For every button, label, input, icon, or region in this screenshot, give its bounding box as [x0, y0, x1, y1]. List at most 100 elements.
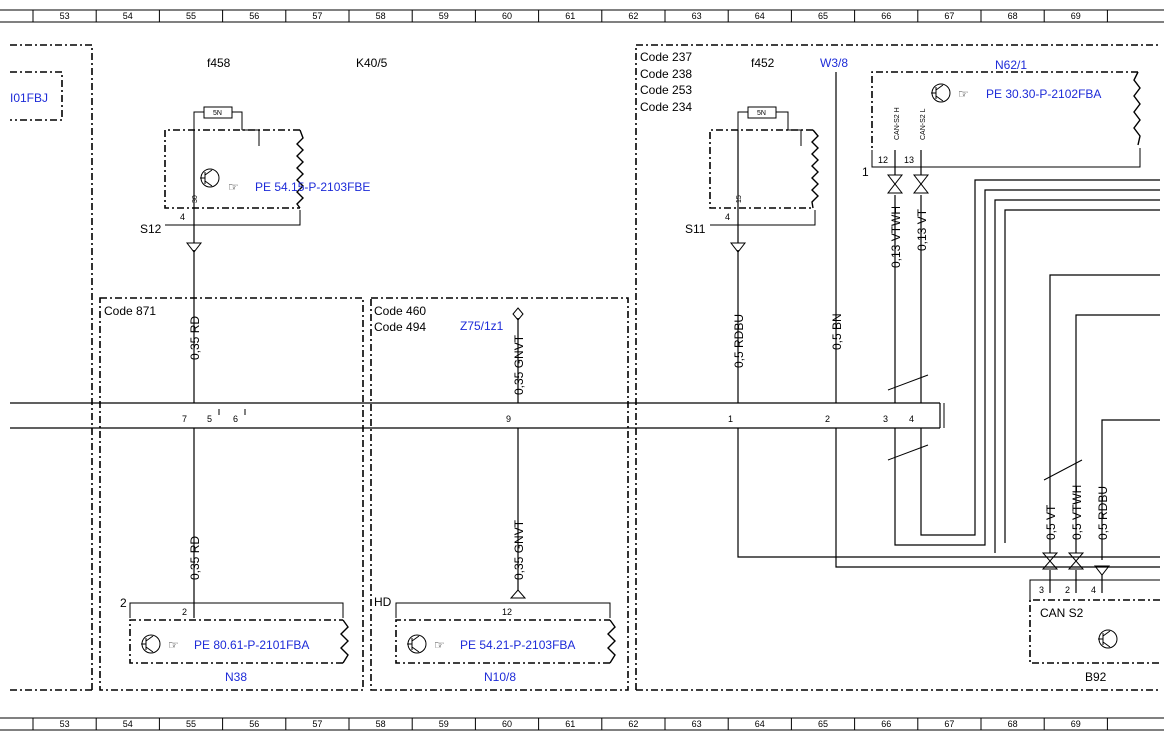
code-253: Code 253	[640, 83, 692, 97]
label-f458: f458	[207, 56, 231, 70]
can-arrow-h	[886, 174, 904, 194]
pin-x5: 5	[207, 414, 212, 424]
wire-vtwh-05	[1075, 314, 1160, 553]
pointing-hand-icon: ☞	[168, 638, 179, 652]
wires	[193, 72, 1160, 618]
label-n10-8: N10/8	[484, 670, 516, 684]
can-arrow-l	[912, 174, 930, 194]
f452-module-box	[709, 129, 813, 209]
n38-module-box	[129, 619, 343, 664]
wire-rdbu-05	[1101, 419, 1160, 560]
ruler-column-label: 60	[502, 11, 512, 21]
code460-area-box	[370, 297, 629, 691]
pin-x1: 1	[728, 414, 733, 424]
wire-b92-stubs	[1049, 570, 1103, 593]
wire-label-bn: 0,5 BN	[830, 313, 844, 350]
label-w3-8: W3/8	[820, 56, 848, 70]
code-234: Code 234	[640, 100, 692, 114]
ruler-column-label: 56	[249, 11, 259, 21]
harness-connector	[10, 402, 945, 429]
pin-x2: 2	[825, 414, 830, 424]
wire-rdbu	[737, 130, 1160, 558]
pin-n62-1: 1	[862, 165, 869, 179]
label-n38: N38	[225, 670, 247, 684]
wire-label-vtwh-013: 0,13 VTWH	[889, 206, 903, 268]
wire-label-rd-upper: 0,35 RD	[188, 316, 202, 360]
pin-n62-12: 12	[878, 155, 888, 165]
wire-label-vt-05: 0,5 VT	[1044, 504, 1058, 540]
label-can-s2: CAN S2	[1040, 606, 1084, 620]
ruler-column-label: 62	[628, 11, 638, 21]
label-n101fbj: I01FBJ	[10, 91, 48, 105]
left-area-boundary	[10, 44, 93, 690]
pe-ref-n62-1: PE 30.30-P-2102FBA	[986, 87, 1101, 101]
n62-1-zigzag-edge	[1133, 71, 1141, 146]
wire-bn	[835, 72, 1160, 568]
ruler-column-label: 57	[312, 719, 322, 729]
ruler-column-label: 57	[312, 11, 322, 21]
label-f452: f452	[751, 56, 775, 70]
pin-k40-4: 4	[180, 212, 185, 222]
pointing-hand-icon: ☞	[228, 180, 239, 194]
fuse-f452-rating: 5N	[757, 110, 766, 117]
arrow-b92-rdbu	[1093, 565, 1111, 576]
pin-f452-4: 4	[725, 212, 730, 222]
code-494: Code 494	[374, 320, 426, 334]
code-460: Code 460	[374, 304, 426, 318]
ruler-column-label: 58	[376, 719, 386, 729]
ruler-column-label: 64	[755, 11, 765, 21]
pointing-hand-icon: ☞	[434, 638, 445, 652]
n10-8-zigzag-edge	[607, 619, 616, 664]
ruler-column-label: 56	[249, 719, 259, 729]
pin-b92-4: 4	[1091, 585, 1096, 595]
ruler-column-label: 69	[1071, 719, 1081, 729]
pin-x7: 7	[182, 414, 187, 424]
labels: f458 K40/5 f452 W3/8 N62/1 I01FBJ S12 S1…	[10, 50, 1110, 684]
ruler-column-label: 55	[186, 719, 196, 729]
twist-upper	[887, 374, 929, 391]
ruler-column-label: 68	[1008, 11, 1018, 21]
ruler-column-label: 54	[123, 719, 133, 729]
pe-ref-n38: PE 80.61-P-2101FBA	[194, 638, 309, 652]
n38-connector-bar	[129, 602, 344, 618]
ground-arrow-s11	[729, 242, 747, 253]
pin-x4: 4	[909, 414, 914, 424]
transistor-icon-n10-8	[407, 634, 427, 654]
ruler-column-label: 53	[60, 11, 70, 21]
s11-connector-bar	[710, 210, 816, 226]
wire-bundle-1	[994, 199, 1160, 553]
transistor-icon-n38	[141, 634, 161, 654]
label-n62-1: N62/1	[995, 58, 1027, 72]
ruler-column-label: 61	[565, 11, 575, 21]
ruler-column-label: 69	[1071, 11, 1081, 21]
label-hd: HD	[374, 595, 392, 609]
can-arrow-b92-vtwh	[1067, 552, 1085, 570]
wire-label-vtwh-05: 0,5 VTWH	[1070, 485, 1084, 540]
ruler-column-label: 61	[565, 719, 575, 729]
pe-ref-n10-8: PE 54.21-P-2103FBA	[460, 638, 575, 652]
ruler-column-label: 58	[376, 11, 386, 21]
ground-arrow-s12	[185, 242, 203, 253]
pin-n10-12: 12	[502, 607, 512, 617]
pin-b92-2: 2	[1065, 585, 1070, 595]
can-arrow-b92-vt	[1041, 552, 1059, 570]
n10-8-module-box	[395, 619, 610, 664]
label-s12: S12	[140, 222, 162, 236]
transistor-icon-b92	[1098, 629, 1118, 649]
code871-area-box	[99, 297, 364, 691]
ruler-column-label: 65	[818, 11, 828, 21]
arrow-n10-8	[509, 589, 527, 599]
pin-n38-left: 2	[120, 596, 127, 610]
ruler-column-label: 53	[60, 719, 70, 729]
label-s11: S11	[685, 222, 706, 236]
k40-5-module-box	[164, 129, 300, 209]
pin-k40-30: 30	[192, 195, 199, 203]
wire-label-rdbu-05: 0,5 RDBU	[1096, 486, 1110, 540]
wire-vt-05	[1049, 274, 1160, 553]
pin-f452-15: 15	[736, 195, 743, 203]
s12-connector-bar	[165, 210, 301, 226]
wire-label-gnvt-upper: 0,35 GNVT	[512, 334, 526, 395]
